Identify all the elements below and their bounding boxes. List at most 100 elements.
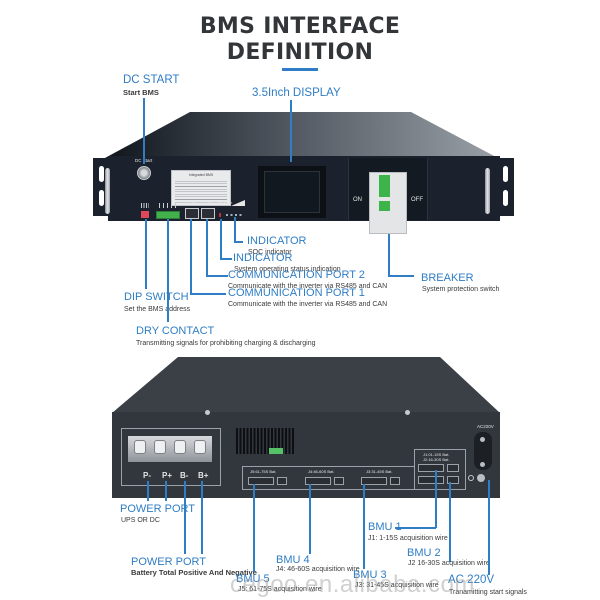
bmu1-leader-h: [395, 527, 436, 529]
breaker[interactable]: [369, 172, 407, 234]
j2-aux-connector[interactable]: [447, 476, 459, 484]
j1-label: J1:01-15S Bat.: [423, 452, 450, 457]
j3-aux-connector[interactable]: [390, 477, 400, 485]
com-port-1-leader-h: [190, 293, 226, 295]
terminal-screw[interactable]: [174, 440, 186, 454]
right-ear-slot: [503, 190, 508, 206]
terminal-screw[interactable]: [154, 440, 166, 454]
com2-caption: COM2: [201, 200, 215, 205]
ac220v-label: AC220V: [477, 424, 494, 429]
internal-terminal: [269, 448, 283, 454]
soc-indicator-title: INDICATOR: [247, 235, 307, 247]
display-bezel: [258, 166, 326, 218]
power-port-ups-title: POWER PORT: [120, 503, 195, 515]
breaker-desc: System protection switch: [422, 286, 500, 293]
nameplate: Integrated BMS: [171, 170, 231, 206]
bmu1-title: BMU 1: [368, 521, 402, 533]
com-port-2-desc: Communicate with the inverter via RS485 …: [228, 283, 388, 290]
title-underline: [282, 68, 318, 71]
bmu2-desc: J2 16-30S acquisition wire: [408, 560, 490, 567]
front-device-lid: [105, 112, 498, 158]
dip-switch[interactable]: [141, 211, 149, 218]
dip-switch-desc: Set the BMS address: [124, 306, 191, 313]
ac-pin: [480, 462, 485, 467]
ac220v-title: AC 220V: [448, 574, 495, 586]
bmu5-desc: J5: 61-75S acquisition wire: [238, 586, 322, 593]
display-title: 3.5Inch DISPLAY: [252, 87, 341, 99]
screw: [205, 410, 210, 415]
power-port-ups-leader-b: [165, 481, 167, 501]
bmu3-leader: [363, 484, 365, 569]
left-ear-slot: [99, 166, 104, 182]
display-screen[interactable]: [264, 171, 320, 213]
j1-aux-connector[interactable]: [447, 464, 459, 472]
j2-connector[interactable]: [418, 476, 444, 484]
terminal-screw[interactable]: [134, 440, 146, 454]
bmu4-leader: [309, 484, 311, 554]
display-leader: [290, 100, 292, 162]
status-led: [219, 213, 221, 217]
j2-label: J2:16-30S Bat.: [423, 457, 450, 462]
left-ear-slot: [99, 190, 104, 206]
j4-aux-connector[interactable]: [334, 477, 344, 485]
soc-signal-icon: [231, 200, 245, 206]
bmu1-desc: J1: 1-15S acquisition wire: [368, 535, 448, 542]
run-alarm-caption: Run Alarm: [216, 201, 233, 205]
dip-switch-leader: [145, 219, 147, 289]
breaker-toggle-1[interactable]: [379, 175, 390, 197]
com1-caption: COM1: [185, 200, 199, 205]
screw: [405, 410, 410, 415]
left-handle[interactable]: [105, 168, 110, 214]
power-port-ups-desc: UPS OR DC: [121, 517, 160, 524]
dry-contact-terminal[interactable]: [156, 211, 180, 219]
j5-connector[interactable]: [248, 477, 274, 485]
terminal-p-minus: P-: [143, 471, 151, 480]
com-port-1-leader: [190, 219, 192, 294]
ground-screw[interactable]: [477, 474, 485, 482]
j1-j2-frame: [414, 449, 466, 490]
power-terminal-frame: [121, 428, 221, 486]
dry-contact-leader: [167, 219, 169, 322]
breaker-on-label: ON: [353, 197, 362, 203]
power-port-battery-title: POWER PORT: [131, 556, 206, 568]
soc-indicator-desc: SOC indicator: [248, 249, 292, 256]
j3-connector[interactable]: [361, 477, 387, 485]
terminal-b-plus: B+: [198, 471, 209, 480]
page-title-line1: BMS INTERFACE: [199, 14, 401, 39]
com-port-1-title: COMMUNICATION PORT 1: [228, 287, 365, 299]
dc-start-button[interactable]: [137, 166, 151, 180]
rear-device-lid: [112, 357, 500, 413]
ground-icon: [468, 475, 474, 481]
power-terminal-block: [128, 436, 212, 462]
j1-connector[interactable]: [418, 464, 444, 472]
terminal-screw[interactable]: [194, 440, 206, 454]
vent-grille: [236, 428, 294, 454]
soc-indicator-leader-h: [234, 241, 243, 243]
right-handle[interactable]: [485, 168, 490, 214]
j5-label: J5:61-75S Bat.: [250, 469, 277, 474]
terminal-p-plus: P+: [162, 471, 173, 480]
power-port-battery-leader-a: [184, 481, 186, 554]
ac220v-socket[interactable]: [474, 432, 492, 470]
com2-port[interactable]: [201, 208, 215, 219]
com1-port[interactable]: [185, 208, 199, 219]
com-port-2-leader-h: [206, 275, 228, 277]
power-port-battery-leader-b: [201, 481, 203, 554]
nameplate-title: Integrated BMS: [188, 173, 214, 177]
dry-contact-marks: [159, 203, 176, 208]
dry-contact-desc: Transmitting signals for prohibiting cha…: [136, 340, 316, 347]
j4-connector[interactable]: [305, 477, 331, 485]
page-title-line2: DEFINITION: [226, 40, 374, 65]
bmu3-desc: J3: 31-45S acquisition wire: [355, 582, 439, 589]
watermark: cegoo.en.alibaba.com: [230, 571, 475, 598]
ac220v-desc: Tranamitting start signals: [449, 589, 527, 596]
power-port-battery-desc: Battery Total Positive And Negative: [131, 568, 257, 577]
status-indicator-title: INDICATOR: [233, 252, 293, 264]
right-rack-ear: [496, 158, 514, 216]
dip-switch-title: DIP SWITCH: [124, 291, 189, 303]
j3-label: J3:31-45S Bat.: [366, 469, 393, 474]
j5-aux-connector[interactable]: [277, 477, 287, 485]
breaker-toggle-2[interactable]: [379, 201, 390, 211]
breaker-off-label: OFF: [411, 197, 423, 203]
ac-pin: [480, 437, 485, 442]
